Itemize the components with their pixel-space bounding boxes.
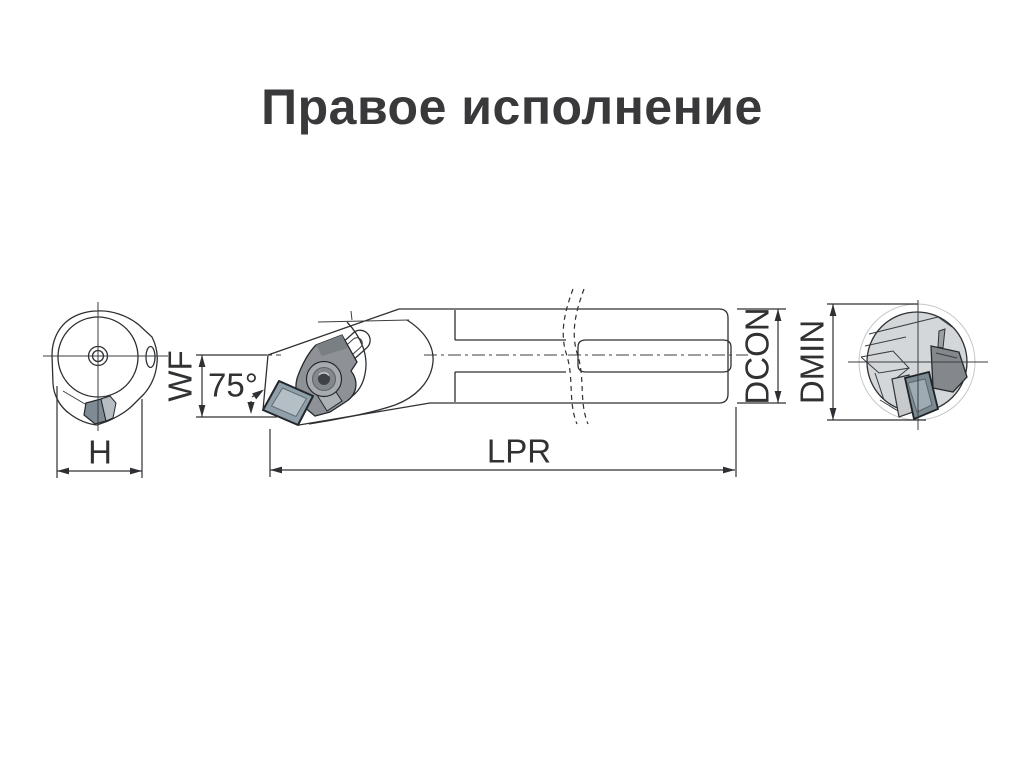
dim-dmin bbox=[827, 303, 926, 421]
dim-angle bbox=[247, 389, 264, 414]
end-view bbox=[848, 300, 988, 430]
front-centerlines bbox=[43, 302, 168, 431]
bar-body bbox=[262, 308, 729, 426]
break-lines bbox=[562, 288, 589, 425]
page-title: Правое исполнение bbox=[261, 79, 763, 135]
angle-label: 75° bbox=[208, 366, 258, 404]
dim-dcon bbox=[737, 308, 786, 404]
side-view bbox=[252, 288, 748, 426]
dmin-label: DMIN bbox=[793, 319, 831, 405]
dcon-label: DCON bbox=[738, 307, 776, 405]
front-view bbox=[43, 302, 168, 431]
dim-lpr bbox=[269, 407, 737, 477]
lpr-label: LPR bbox=[486, 432, 552, 470]
wf-label: WF bbox=[161, 350, 199, 402]
front-screw-oval bbox=[145, 345, 156, 369]
dim-wf bbox=[196, 354, 277, 418]
end-clamp bbox=[930, 345, 968, 393]
clamp-screw bbox=[318, 373, 330, 385]
end-centerlines bbox=[848, 300, 988, 430]
dim-h bbox=[56, 386, 143, 478]
h-label: H bbox=[88, 433, 112, 471]
